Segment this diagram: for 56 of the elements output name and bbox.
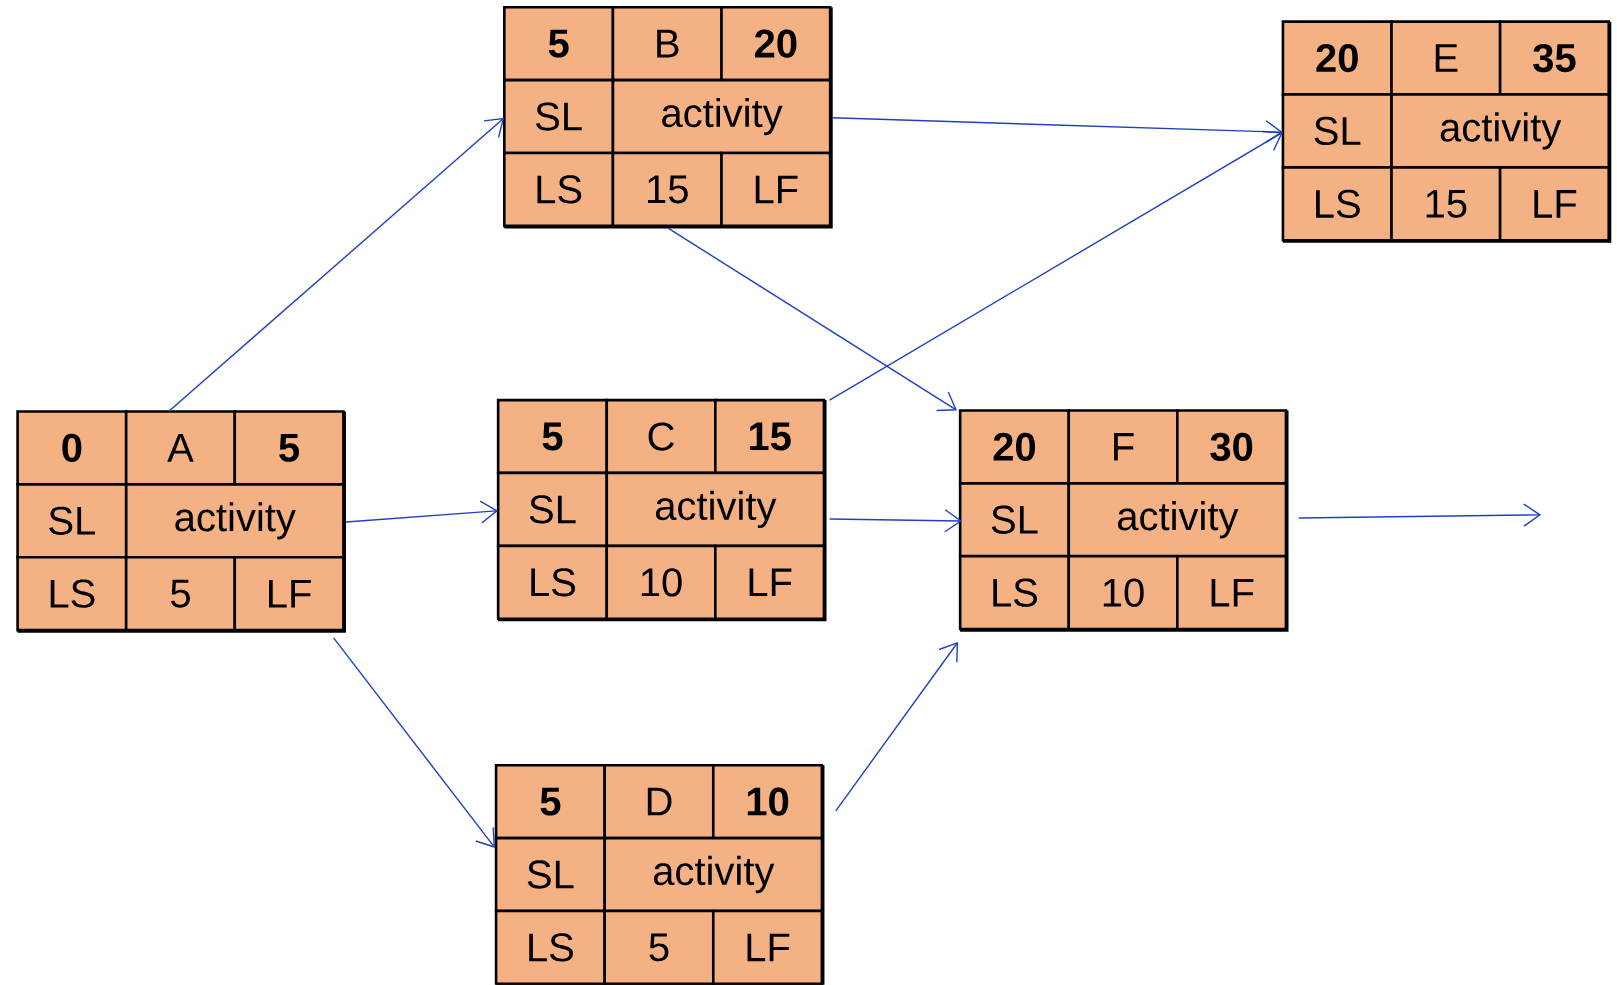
table-cell: 5 (603, 909, 715, 985)
table-cell: activity (1067, 482, 1288, 558)
table-cell: LF (714, 544, 826, 621)
arrow (828, 130, 1283, 401)
table-cell: 10 (711, 763, 824, 840)
table-cell: 30 (1176, 409, 1288, 485)
table-cell: activity (124, 483, 345, 559)
table-cell: LS (503, 151, 615, 228)
table-cell: 15 (714, 398, 826, 475)
arrow (332, 637, 495, 848)
table-cell: LF (1498, 166, 1610, 242)
table-cell: SL (503, 78, 615, 155)
table-cell: LS (16, 556, 128, 632)
table-cell: SL (16, 483, 128, 559)
table-cell: LF (233, 556, 345, 632)
table-cell: E (1390, 20, 1502, 96)
table-cell: activity (1390, 93, 1611, 169)
table-cell: D (603, 763, 715, 840)
arrow (167, 117, 505, 413)
table-cell: 20 (1281, 20, 1393, 96)
arrow (345, 500, 499, 524)
table-cell: 20 (720, 6, 832, 82)
arrow (832, 117, 1283, 144)
table-cell: 15 (1390, 166, 1502, 242)
table-cell: 5 (494, 763, 606, 840)
table-cell: LF (720, 151, 832, 228)
table-cell: 5 (124, 556, 237, 632)
table-cell: 0 (16, 410, 128, 486)
table-cell: F (1067, 409, 1179, 485)
table-cell: LF (1176, 555, 1288, 631)
table-cell: LS (494, 909, 606, 985)
table-cell: activity (611, 78, 832, 155)
arrow (835, 642, 959, 812)
table-cell: SL (958, 482, 1071, 558)
arrow (828, 509, 963, 533)
table-cell: LF (711, 909, 824, 985)
table-cell: 15 (611, 151, 723, 228)
table-cell: LS (496, 544, 609, 621)
table-cell: SL (496, 471, 609, 548)
table-cell: C (605, 398, 717, 475)
table-cell: LS (958, 555, 1071, 631)
table-cell: LS (1281, 166, 1393, 242)
table-cell: A (124, 410, 237, 486)
table-cell: 5 (503, 6, 615, 82)
table-cell: 35 (1498, 20, 1610, 96)
arrow (1298, 503, 1542, 527)
table-cell: SL (1281, 93, 1393, 169)
table-cell: 20 (958, 409, 1071, 485)
table-cell: activity (605, 471, 826, 548)
table-cell: 10 (605, 544, 717, 621)
arrow (667, 227, 957, 412)
table-cell: 5 (233, 410, 345, 486)
table-cell: 5 (496, 398, 609, 475)
table-cell: SL (494, 836, 606, 913)
table-cell: 10 (1067, 555, 1179, 631)
table-cell: B (611, 6, 723, 82)
